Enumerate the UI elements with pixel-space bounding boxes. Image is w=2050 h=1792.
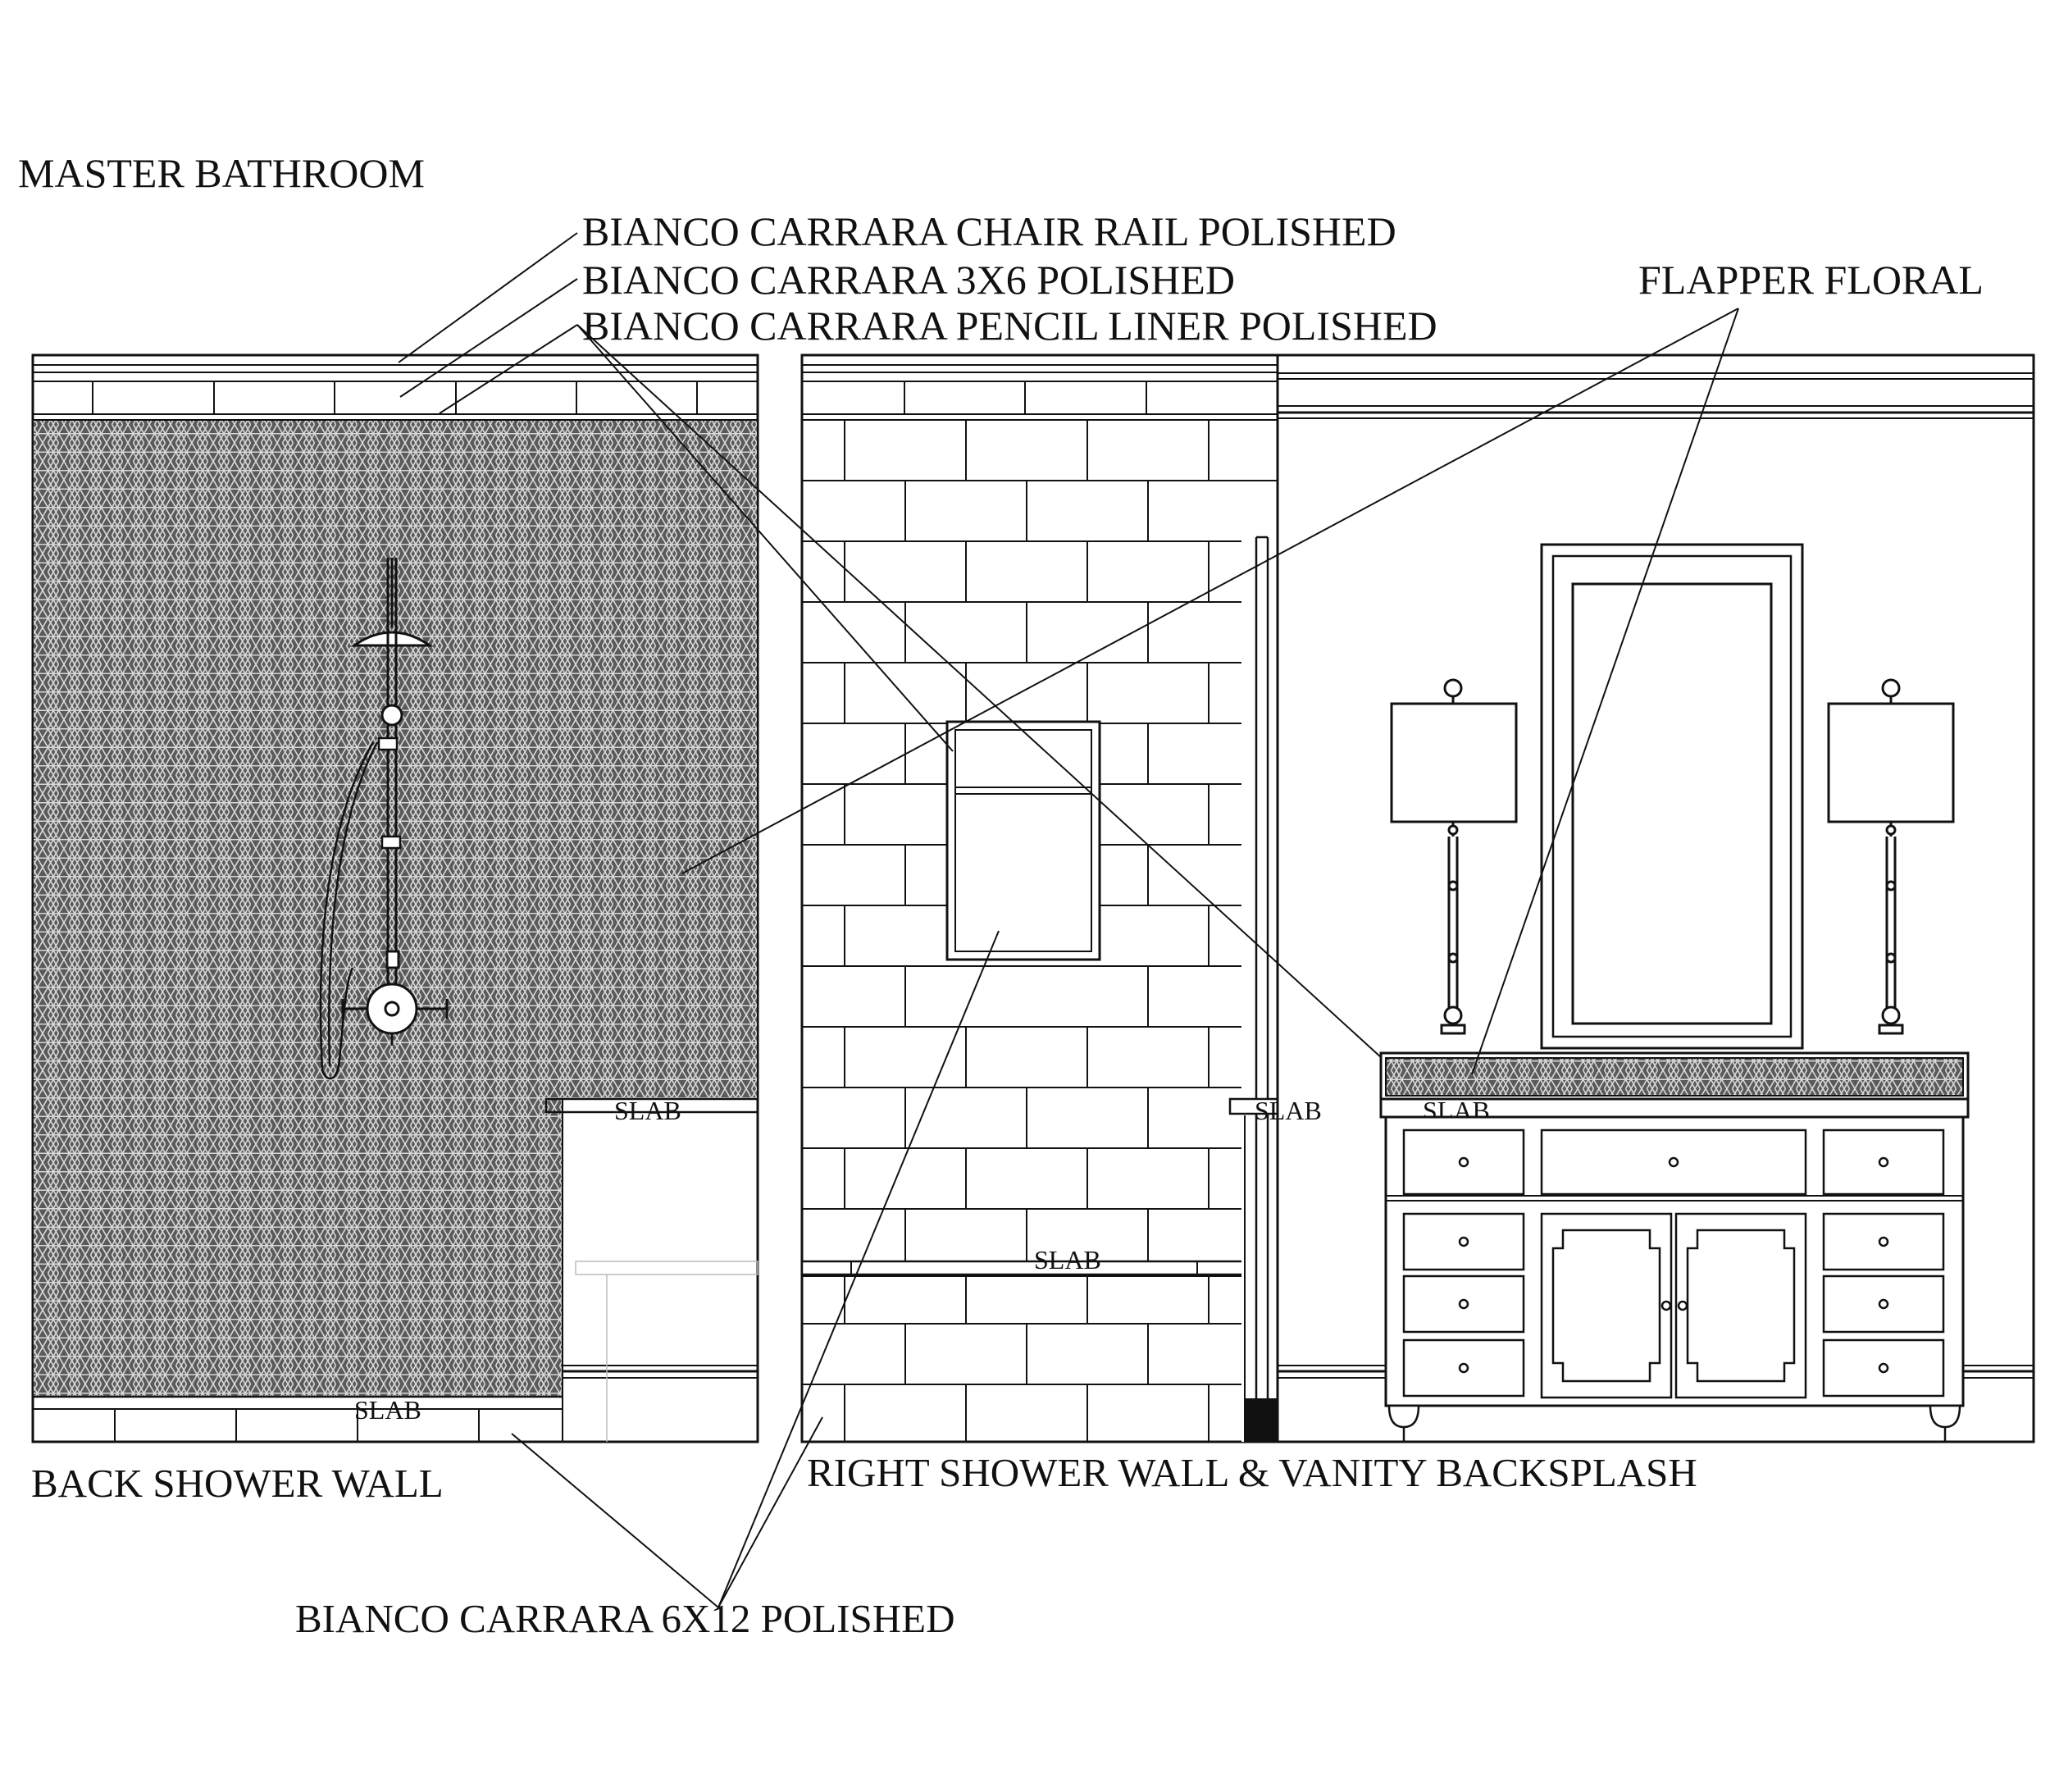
callout-flapper-floral: FLAPPER FLORAL bbox=[1638, 257, 1984, 303]
callout-pencil-liner: BIANCO CARRARA PENCIL LINER POLISHED bbox=[582, 303, 1437, 349]
leader-lines bbox=[398, 232, 1739, 1608]
hand-shower-icon bbox=[319, 736, 402, 1080]
right-shower-wall: SLAB SLAB bbox=[800, 353, 1322, 1443]
callout-6x12: BIANCO CARRARA 6X12 POLISHED bbox=[295, 1596, 955, 1641]
shower-riser bbox=[386, 558, 398, 992]
back-shower-wall: SLAB SLAB bbox=[31, 353, 759, 1443]
slab-label-side-bench: SLAB bbox=[1034, 1245, 1101, 1274]
vanity-cabinet-icon bbox=[1384, 1115, 1965, 1442]
slab-label-bench: SLAB bbox=[614, 1096, 681, 1125]
cabinet-knobs bbox=[1458, 1156, 1889, 1374]
table-lamp-icon bbox=[1827, 678, 1955, 1035]
slab-label-curb: SLAB bbox=[1255, 1096, 1322, 1125]
view-label-back-wall: BACK SHOWER WALL bbox=[31, 1461, 444, 1506]
mirror-icon bbox=[1540, 543, 1804, 1050]
shower-niche bbox=[945, 720, 1101, 961]
mixer-valve-icon bbox=[341, 950, 449, 1046]
table-lamp-icon bbox=[1390, 678, 1518, 1035]
diverter-knob bbox=[380, 704, 403, 727]
drawing-title: MASTER BATHROOM bbox=[18, 150, 425, 196]
callout-3x6: BIANCO CARRARA 3X6 POLISHED bbox=[582, 257, 1235, 303]
callout-chair-rail: BIANCO CARRARA CHAIR RAIL POLISHED bbox=[582, 208, 1396, 254]
floral-backsplash bbox=[1385, 1057, 1964, 1097]
view-label-right-wall: RIGHT SHOWER WALL & VANITY BACKSPLASH bbox=[807, 1450, 1697, 1495]
vanity-wall: SLAB bbox=[1276, 353, 2035, 1443]
slab-label-floor: SLAB bbox=[354, 1395, 421, 1425]
